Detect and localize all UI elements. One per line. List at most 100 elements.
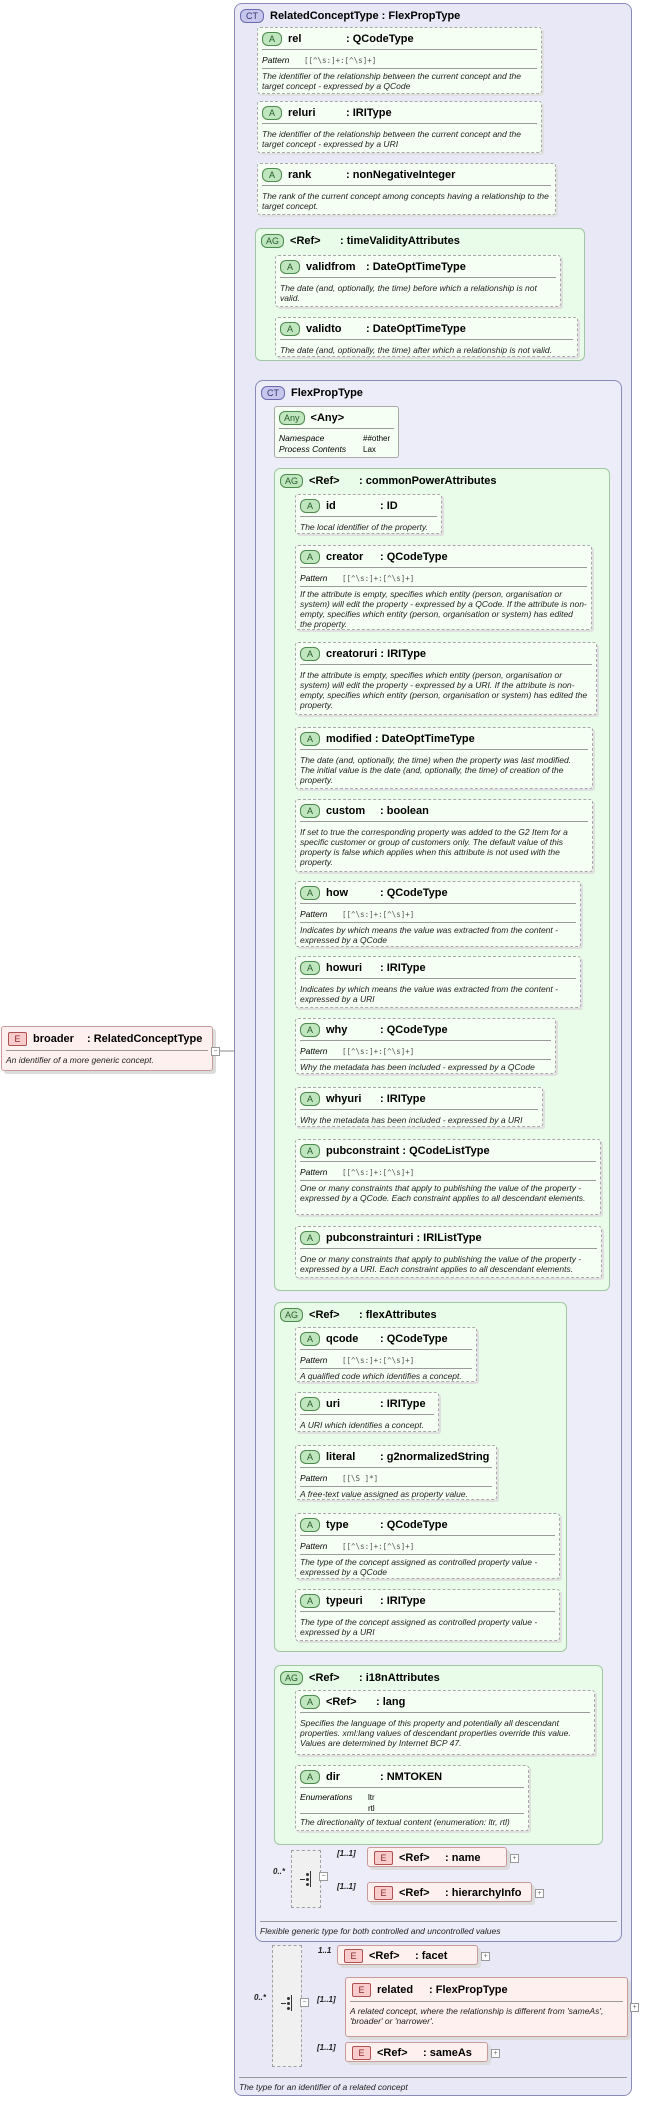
element-name: sameAs bbox=[429, 2047, 472, 2059]
process-contents-label: Process Contents bbox=[279, 444, 347, 454]
element-doc: A related concept, where the relationshi… bbox=[350, 2006, 604, 2026]
element-name: facet bbox=[421, 1950, 448, 1962]
namespace-label: Namespace bbox=[279, 433, 325, 443]
attribute-lang[interactable]: A<Ref>: lang Specifies the language of t… bbox=[295, 1690, 595, 1755]
ref-label: <Ref> bbox=[309, 475, 340, 487]
attribute-name: creator bbox=[326, 551, 364, 563]
pattern-value: [[^\s:]+:[^\s]+] bbox=[342, 1542, 415, 1551]
attribute-doc: One or many constraints that apply to pu… bbox=[300, 1254, 582, 1274]
ref-label: <Ref> bbox=[377, 2047, 408, 2059]
element-ref-name[interactable]: E<Ref>: name bbox=[367, 1847, 507, 1867]
sequence-compositor[interactable] bbox=[291, 1850, 321, 1908]
attribute-name: whyuri bbox=[326, 1093, 362, 1105]
attribute-name: custom bbox=[326, 805, 366, 817]
attribute-doc: Why the metadata has been included - exp… bbox=[300, 1062, 535, 1072]
attribute-name: type bbox=[326, 1519, 349, 1531]
attribute-group-name: commonPowerAttributes bbox=[365, 475, 497, 487]
attribute-group-icon: AG bbox=[280, 1308, 304, 1322]
element-ref-facet[interactable]: E<Ref>: facet bbox=[337, 1945, 478, 1965]
enumerations-label: Enumerations bbox=[300, 1792, 353, 1802]
ref-label: <Ref> bbox=[369, 1950, 400, 1962]
any-attribute[interactable]: Any<Any> Namespace##other Process Conten… bbox=[274, 406, 399, 458]
attribute-doc: If the attribute is empty, specifies whi… bbox=[300, 670, 588, 710]
element-name: related bbox=[377, 1984, 414, 1996]
pattern-label: Pattern bbox=[300, 1167, 328, 1177]
attribute-group-name: i18nAttributes bbox=[365, 1672, 440, 1684]
attribute-type: : QCodeType bbox=[346, 33, 414, 45]
expand-toggle-icon[interactable]: + bbox=[510, 1854, 519, 1863]
attribute-group-icon: AG bbox=[261, 234, 285, 248]
attribute-type: : DateOptTimeType bbox=[366, 323, 466, 335]
expand-toggle-icon[interactable]: + bbox=[491, 2049, 500, 2058]
attribute-type: : IRIType bbox=[380, 962, 426, 974]
attribute-type: : QCodeType bbox=[380, 887, 448, 899]
attribute-doc: The directionality of textual content (e… bbox=[300, 1817, 510, 1827]
attribute-type: : ID bbox=[380, 500, 398, 512]
attribute-doc: Indicates by which means the value was e… bbox=[300, 984, 558, 1004]
type-doc: The type for an identifier of a related … bbox=[239, 2082, 408, 2092]
collapse-toggle-icon[interactable]: − bbox=[211, 1047, 220, 1056]
expand-toggle-icon[interactable]: + bbox=[535, 1889, 544, 1898]
pattern-value: [[^\s:]+:[^\s]+] bbox=[342, 574, 415, 583]
attribute-icon: A bbox=[300, 1332, 320, 1346]
attribute-type: : IRIType bbox=[380, 648, 427, 660]
ref-label: <Ref> bbox=[309, 1309, 340, 1321]
enum-value: rtl bbox=[368, 1804, 375, 1813]
collapse-toggle-icon[interactable]: − bbox=[300, 1998, 309, 2007]
expand-toggle-icon[interactable]: + bbox=[481, 1952, 490, 1961]
collapse-toggle-icon[interactable]: − bbox=[319, 1872, 328, 1881]
attribute-doc: A URI which identifies a concept. bbox=[300, 1420, 424, 1430]
attribute-icon: A bbox=[300, 886, 320, 900]
attribute-name: how bbox=[326, 887, 348, 899]
attribute-icon: A bbox=[280, 260, 300, 274]
type-base: : FlexPropType bbox=[381, 10, 461, 22]
sequence-compositor[interactable] bbox=[272, 1945, 302, 2067]
attribute-doc: A qualified code which identifies a conc… bbox=[300, 1371, 462, 1381]
pattern-value: [[^\s:]+:[^\s]+] bbox=[342, 1047, 415, 1056]
element-icon: E bbox=[374, 1851, 393, 1865]
element-ref-hierarchyinfo[interactable]: E<Ref>: hierarchyInfo bbox=[367, 1882, 532, 1902]
element-ref-sameas[interactable]: E<Ref>: sameAs bbox=[345, 2042, 488, 2062]
pattern-label: Pattern bbox=[300, 1541, 328, 1551]
pattern-label: Pattern bbox=[300, 909, 328, 919]
attribute-type: : QCodeType bbox=[380, 551, 448, 563]
element-icon: E bbox=[8, 1032, 27, 1046]
expand-toggle-icon[interactable]: + bbox=[630, 2003, 639, 2012]
attribute-doc: If the attribute is empty, specifies whi… bbox=[300, 589, 587, 629]
attribute-type: : QCodeType bbox=[380, 1333, 448, 1345]
attribute-name: id bbox=[326, 500, 336, 512]
attribute-type: : IRIType bbox=[380, 1093, 426, 1105]
pattern-label: Pattern bbox=[262, 55, 290, 65]
ref-label: <Ref> bbox=[399, 1852, 430, 1864]
process-contents-value: Lax bbox=[363, 445, 376, 454]
attribute-icon: A bbox=[300, 1518, 320, 1532]
element-type: : RelatedConceptType bbox=[87, 1033, 203, 1045]
attribute-name: reluri bbox=[288, 107, 316, 119]
pattern-value: [[^\s:]+:[^\s]+] bbox=[342, 1168, 415, 1177]
attribute-doc: The type of the concept assigned as cont… bbox=[300, 1557, 538, 1577]
